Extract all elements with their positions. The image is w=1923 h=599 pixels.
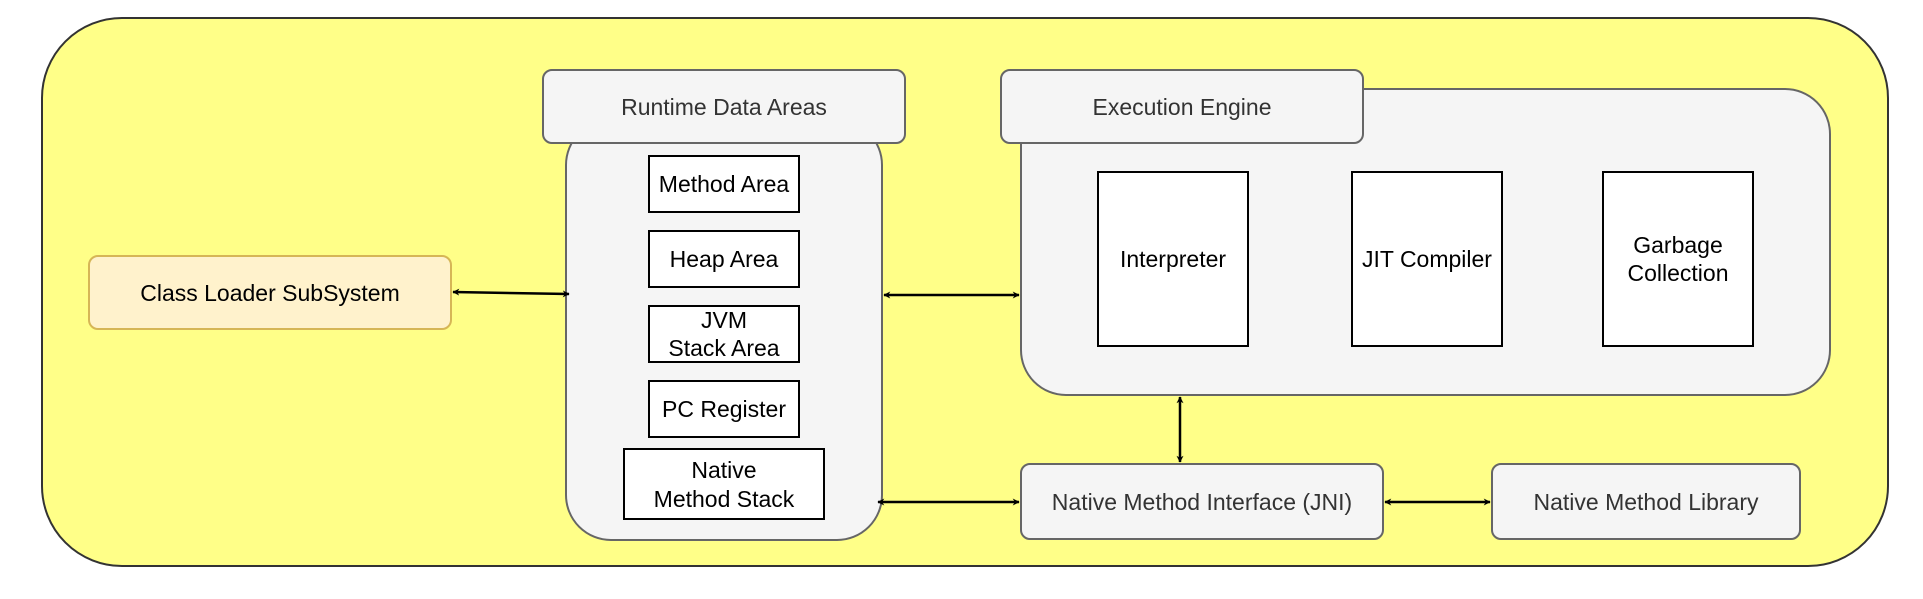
- jit-compiler[interactable]: JIT Compiler: [1351, 171, 1503, 347]
- arrow-classloader-runtime: [452, 288, 570, 298]
- native-method-interface-label: Native Method Interface (JNI): [1052, 489, 1352, 515]
- jvm-stack-area-label-line2: Stack Area: [668, 335, 779, 361]
- interpreter-label: Interpreter: [1120, 246, 1226, 272]
- jit-compiler-label: JIT Compiler: [1362, 246, 1492, 272]
- native-method-interface[interactable]: Native Method Interface (JNI): [1020, 463, 1384, 540]
- native-method-library[interactable]: Native Method Library: [1491, 463, 1801, 540]
- native-method-stack-label-line1: Native: [691, 457, 756, 483]
- execution-engine-title: Execution Engine: [1092, 94, 1271, 120]
- method-area-label: Method Area: [659, 171, 790, 197]
- garbage-collection-label-line1: Garbage: [1633, 232, 1723, 258]
- garbage-collection-label-line2: Collection: [1628, 260, 1729, 286]
- runtime-data-areas-title: Runtime Data Areas: [621, 94, 827, 120]
- native-method-stack-label-line2: Method Stack: [654, 486, 795, 512]
- garbage-collection[interactable]: Garbage Collection: [1602, 171, 1754, 347]
- heap-area[interactable]: Heap Area: [648, 230, 800, 288]
- pc-register[interactable]: PC Register: [648, 380, 800, 438]
- jvm-stack-area[interactable]: JVM Stack Area: [648, 305, 800, 363]
- pc-register-label: PC Register: [662, 396, 786, 422]
- interpreter[interactable]: Interpreter: [1097, 171, 1249, 347]
- runtime-data-areas-group: Runtime Data Areas Method Area Heap Area…: [542, 69, 906, 541]
- runtime-data-areas-header[interactable]: [542, 69, 906, 144]
- execution-engine-header[interactable]: [1000, 69, 1364, 144]
- class-loader-subsystem[interactable]: Class Loader SubSystem: [88, 255, 452, 330]
- class-loader-label: Class Loader SubSystem: [140, 280, 400, 306]
- native-method-library-label: Native Method Library: [1534, 489, 1759, 515]
- execution-engine-group: Execution Engine Interpreter JIT Compile…: [1000, 69, 1831, 396]
- class-loader-box: [88, 255, 452, 330]
- native-method-stack[interactable]: Native Method Stack: [623, 448, 825, 520]
- method-area[interactable]: Method Area: [648, 155, 800, 213]
- heap-area-label: Heap Area: [670, 246, 779, 272]
- jvm-stack-area-label-line1: JVM: [701, 307, 747, 333]
